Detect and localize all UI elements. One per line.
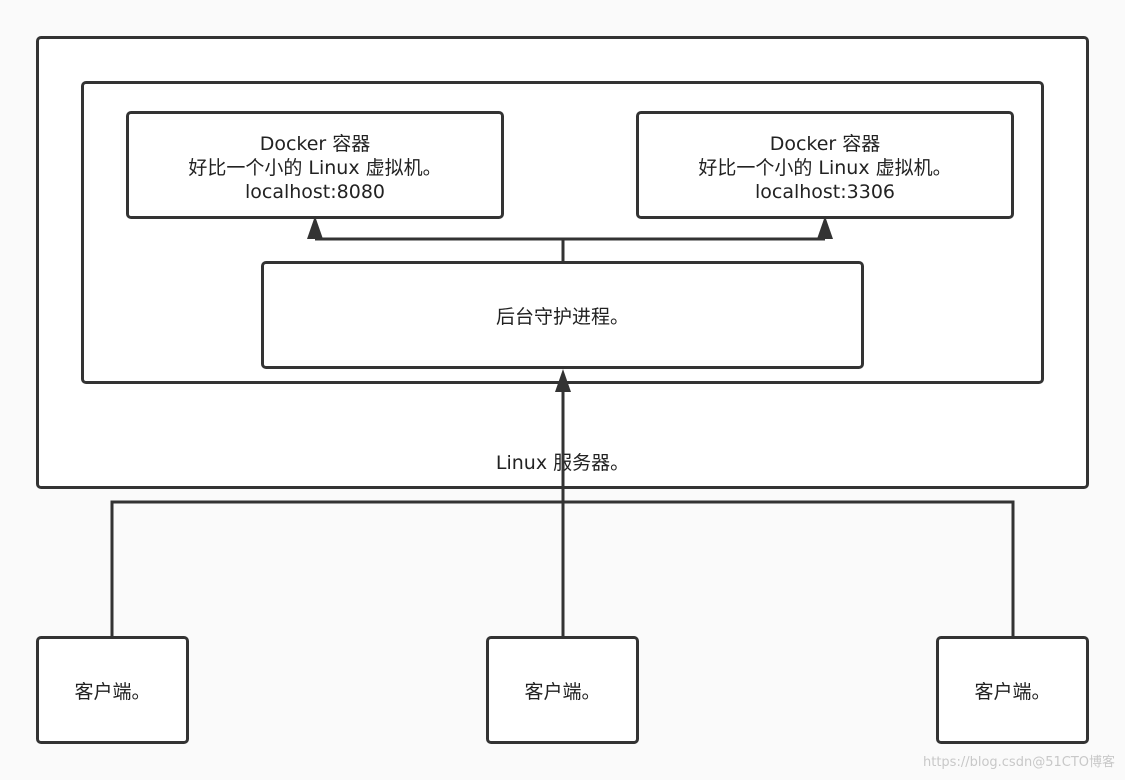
client-box-right: 客户端。 xyxy=(936,636,1089,744)
arrowhead-daemon xyxy=(555,369,571,392)
daemon-label: 后台守护进程。 xyxy=(495,305,629,328)
client-box-left: 客户端。 xyxy=(36,636,189,744)
container-title: Docker 容器 xyxy=(259,133,371,155)
watermark: https://blog.csdn@51CTO博客 xyxy=(922,755,1115,770)
client-label: 客户端。 xyxy=(974,680,1051,703)
container-address: localhost:8080 xyxy=(244,181,386,203)
container-description: 好比一个小的 Linux 虚拟机。 xyxy=(698,157,952,179)
client-label: 客户端。 xyxy=(524,680,601,703)
client-label: 客户端。 xyxy=(74,680,151,703)
clients-to-daemon-line xyxy=(110,390,1015,636)
container-address: localhost:3306 xyxy=(754,181,896,203)
arrowhead-left-container xyxy=(307,216,323,239)
client-box-center: 客户端。 xyxy=(486,636,639,744)
container-description: 好比一个小的 Linux 虚拟机。 xyxy=(188,157,442,179)
daemon-to-containers-line xyxy=(313,225,827,261)
container-title: Docker 容器 xyxy=(769,133,881,155)
daemon-box: 后台守护进程。 xyxy=(261,261,864,369)
arrowhead-right-container xyxy=(817,216,833,239)
